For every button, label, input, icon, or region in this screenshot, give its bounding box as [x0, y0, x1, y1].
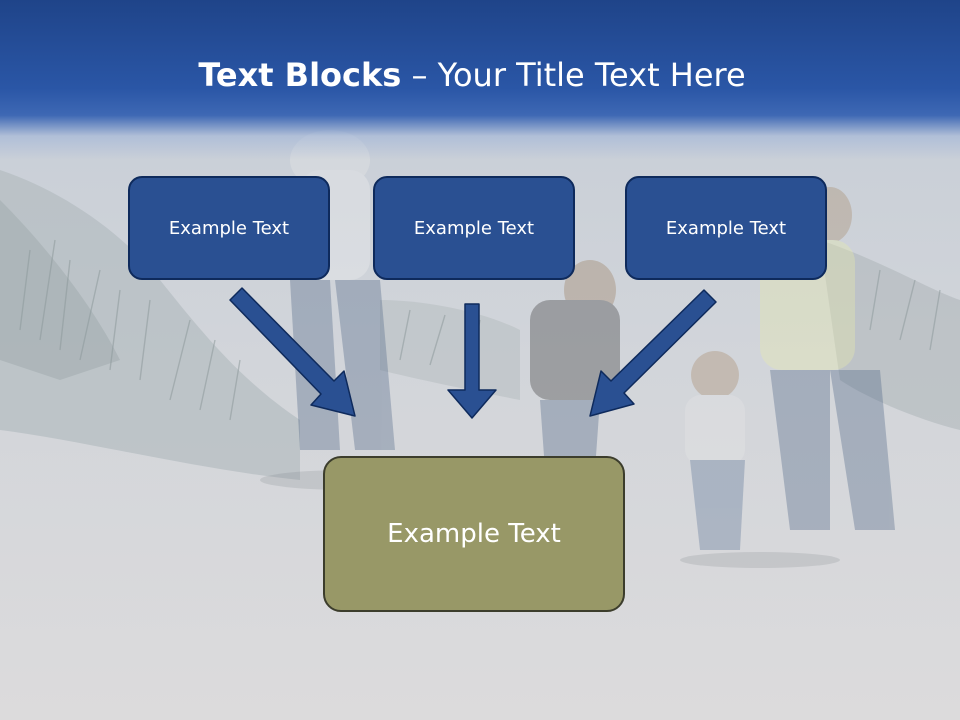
text-block-main-label: Example Text	[387, 519, 561, 549]
arrow-left	[229, 287, 356, 417]
arrow-center	[447, 303, 497, 419]
title-band	[0, 0, 960, 160]
text-block-3[interactable]: Example Text	[625, 176, 827, 280]
text-block-1[interactable]: Example Text	[128, 176, 330, 280]
text-block-1-label: Example Text	[168, 217, 290, 239]
title-dash: –	[401, 56, 438, 94]
slide-title: Text Blocks – Your Title Text Here	[0, 54, 944, 96]
text-block-main[interactable]: Example Text	[323, 456, 625, 612]
text-block-2-label: Example Text	[413, 217, 535, 239]
text-block-3-label: Example Text	[665, 217, 787, 239]
title-rest: Your Title Text Here	[437, 56, 746, 94]
title-bold-part: Text Blocks	[198, 56, 402, 94]
arrow-right	[589, 289, 717, 417]
text-block-2[interactable]: Example Text	[373, 176, 575, 280]
